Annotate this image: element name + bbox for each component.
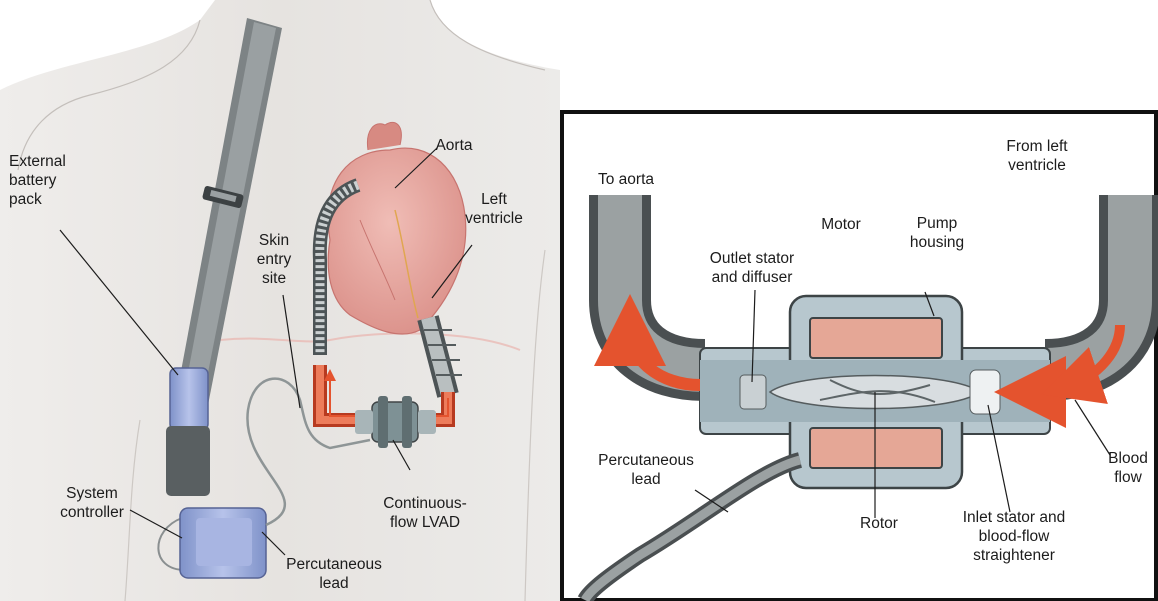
label-left-ventricle: Left ventricle — [455, 190, 533, 228]
label-motor: Motor — [800, 215, 882, 234]
label-from-left-ventricle: From left ventricle — [984, 137, 1090, 175]
label-skin-entry-site: Skin entry site — [246, 231, 302, 288]
label-percutaneous-lead-left: Percutaneous lead — [270, 555, 398, 593]
label-external-battery-pack: External battery pack — [9, 152, 89, 209]
label-outlet-stator-and-diffuser: Outlet stator and diffuser — [690, 249, 814, 287]
label-blood-flow: Blood flow — [1100, 449, 1156, 487]
label-continuous-flow-lvad: Continuous- flow LVAD — [365, 494, 485, 532]
label-to-aorta: To aorta — [598, 170, 688, 189]
label-inlet-stator: Inlet stator and blood-flow straightener — [942, 508, 1086, 565]
external-battery-pack — [166, 368, 210, 496]
label-aorta: Aorta — [418, 136, 490, 155]
label-percutaneous-lead-right: Percutaneous lead — [585, 451, 707, 489]
label-system-controller: System controller — [43, 484, 141, 522]
label-rotor: Rotor — [848, 514, 910, 533]
label-pump-housing: Pump housing — [890, 214, 984, 252]
